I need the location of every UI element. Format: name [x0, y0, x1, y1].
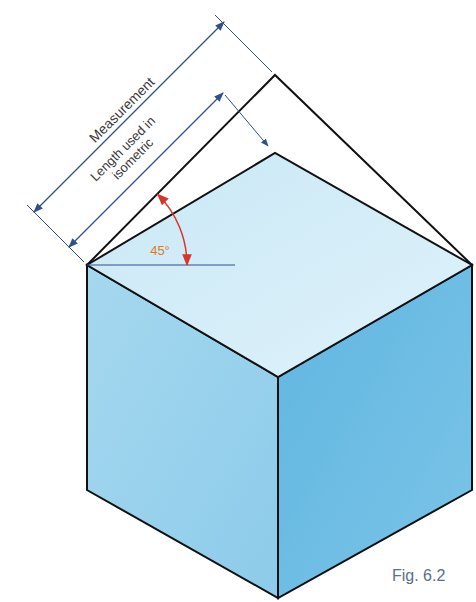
- true-length-construction: [87, 75, 472, 265]
- dimension-line: [34, 22, 224, 212]
- extension-line: [27, 205, 84, 262]
- extension-line: [215, 15, 272, 72]
- dimension-line: [69, 93, 223, 247]
- figure-caption: Fig. 6.2: [392, 567, 445, 585]
- cube-top-face: [87, 153, 472, 377]
- projection-leader: [225, 95, 268, 146]
- horizontal-reference-line: [87, 264, 235, 265]
- angle-label: 45°: [140, 244, 180, 258]
